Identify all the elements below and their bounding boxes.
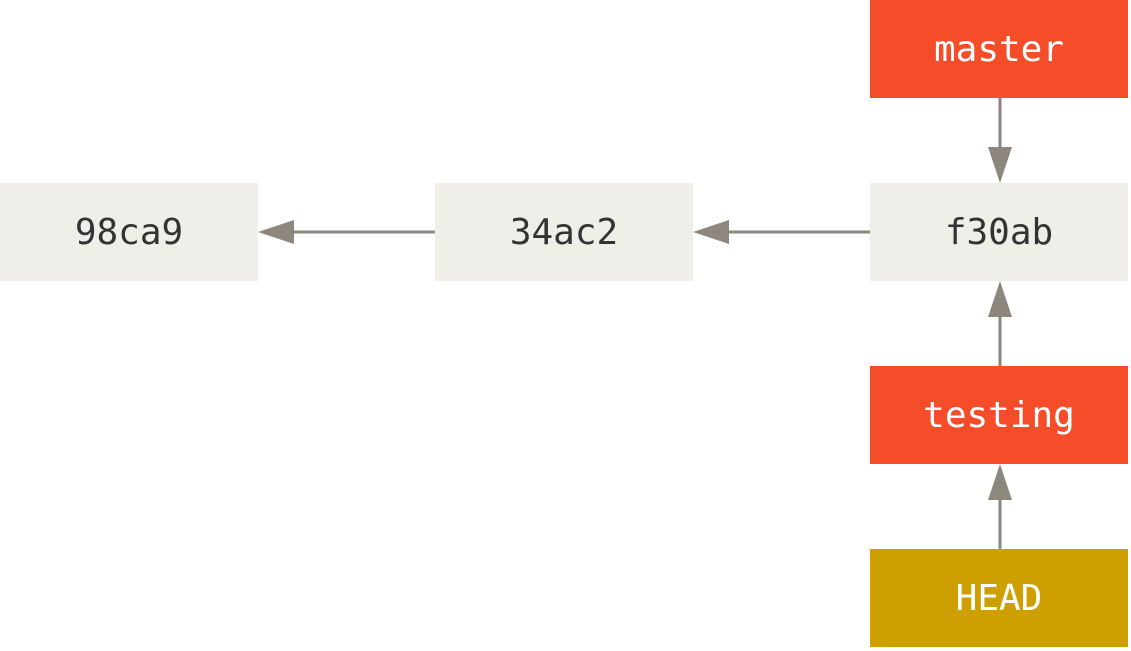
head-pointer: HEAD <box>870 549 1128 647</box>
arrow-master-to-f30ab <box>988 98 1012 183</box>
commit-id-label: f30ab <box>944 211 1054 253</box>
commit-id-label: 98ca9 <box>74 211 184 253</box>
arrow-head-to-testing <box>988 464 1012 549</box>
commit-node-34ac2: 34ac2 <box>435 183 693 281</box>
arrow-f30ab-to-34ac2 <box>693 220 870 244</box>
arrow-testing-to-f30ab <box>988 281 1012 366</box>
branch-pointer-master: master <box>870 0 1128 98</box>
commit-node-f30ab: f30ab <box>870 183 1128 281</box>
commit-node-98ca9: 98ca9 <box>0 183 258 281</box>
branch-label: master <box>933 28 1065 70</box>
head-label: HEAD <box>955 577 1043 619</box>
commit-id-label: 34ac2 <box>509 211 619 253</box>
branch-pointer-testing: testing <box>870 366 1128 464</box>
branch-label: testing <box>923 394 1075 436</box>
arrow-34ac2-to-98ca9 <box>258 220 435 244</box>
